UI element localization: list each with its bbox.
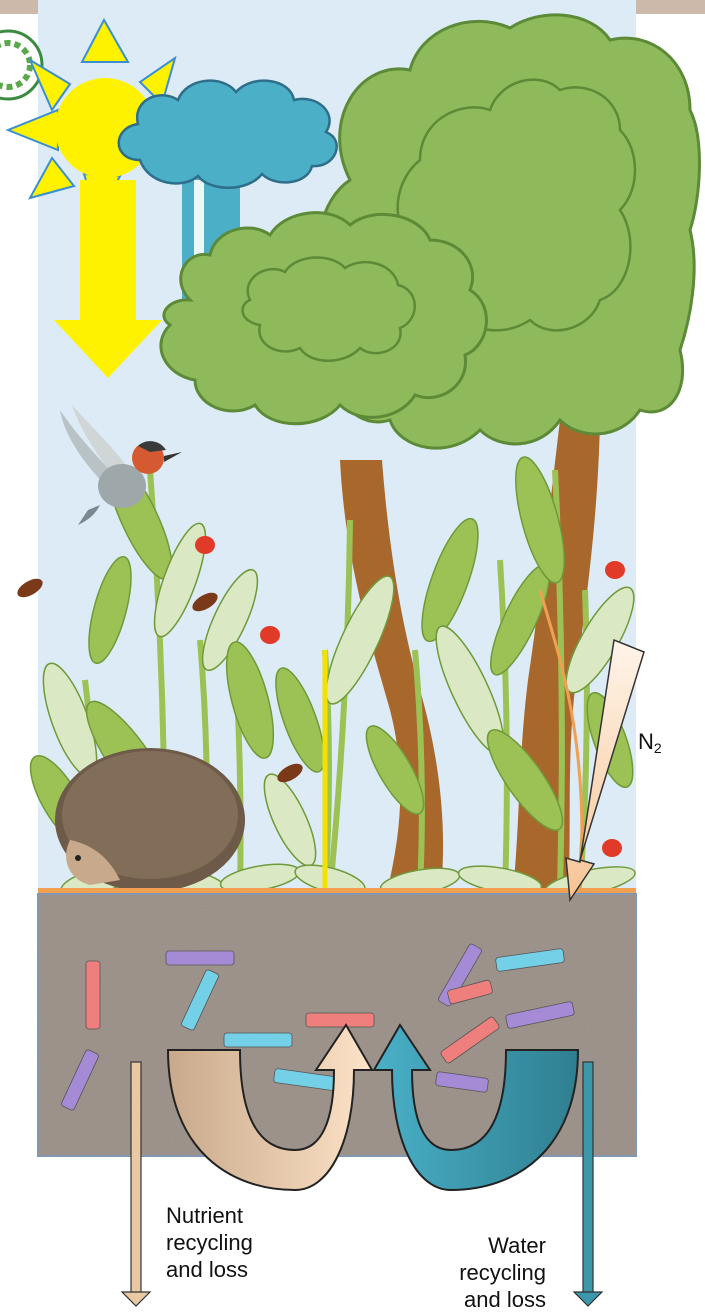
n2-label-sub: 2 (654, 740, 662, 756)
hedgehog-icon (55, 748, 245, 892)
water-recycling-label: Water recycling and loss (436, 1232, 546, 1313)
nutrient-recycling-label: Nutrient recycling and loss (166, 1202, 276, 1283)
nutrient-label-line-1: Nutrient (166, 1202, 276, 1229)
n2-label: N2 (638, 728, 662, 762)
nutrient-label-line-3: and loss (166, 1256, 276, 1283)
water-label-line-2: recycling (436, 1259, 546, 1286)
n2-label-main: N (638, 729, 654, 754)
water-label-line-3: and loss (436, 1286, 546, 1313)
water-label-line-1: Water (436, 1232, 546, 1259)
nutrient-label-line-2: recycling (166, 1229, 276, 1256)
